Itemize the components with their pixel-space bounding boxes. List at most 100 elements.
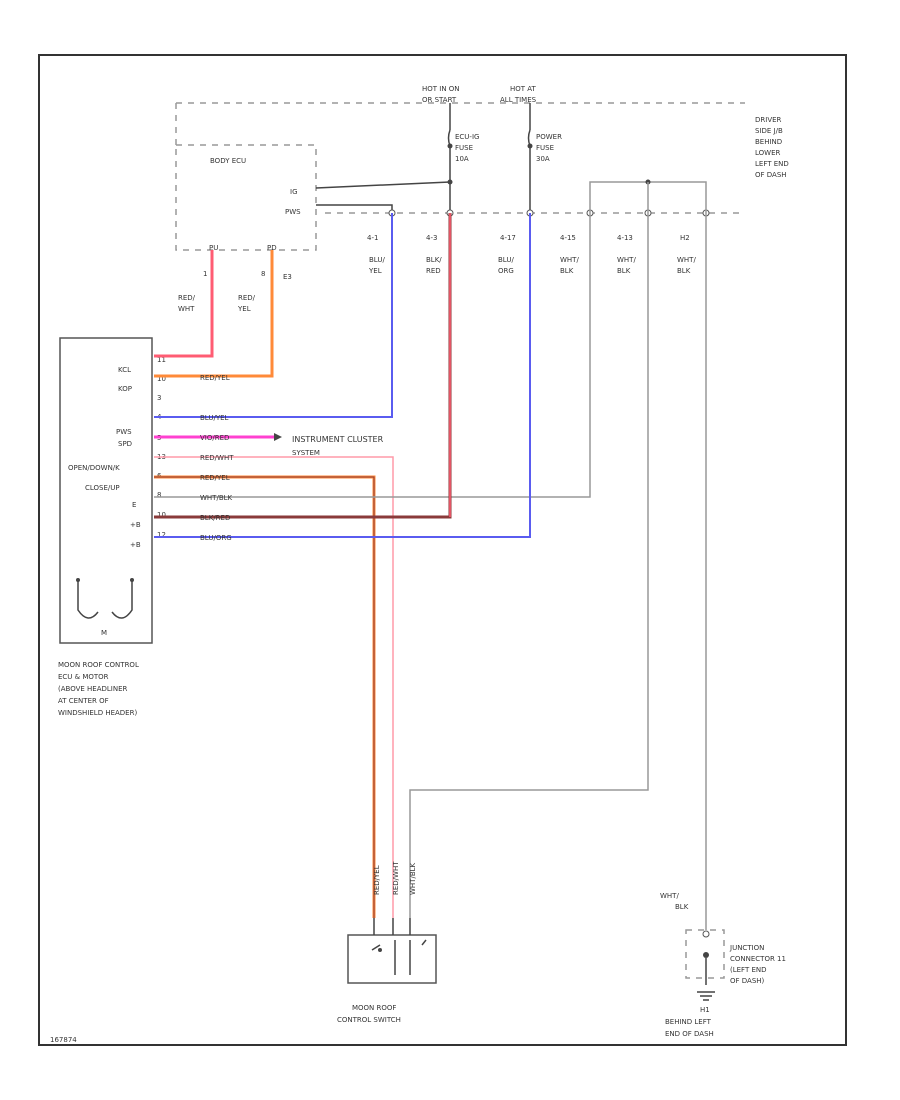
svg-text:8: 8 bbox=[261, 270, 265, 278]
svg-text:BLK: BLK bbox=[617, 267, 631, 275]
ecu-ig-fuse: ECU-IG FUSE 10A bbox=[447, 103, 479, 213]
svg-text:WHT/BLK: WHT/BLK bbox=[200, 494, 233, 502]
svg-text:YEL: YEL bbox=[368, 267, 382, 275]
svg-text:8: 8 bbox=[157, 491, 161, 499]
svg-text:BEHIND LEFT: BEHIND LEFT bbox=[665, 1018, 712, 1026]
svg-text:PWS: PWS bbox=[116, 428, 132, 436]
svg-text:10A: 10A bbox=[455, 155, 469, 163]
moon-roof-control-ecu: KCL KOP PWS SPD OPEN/DOWN/K CLOSE/UP E +… bbox=[59, 337, 166, 644]
svg-text:RED/: RED/ bbox=[238, 294, 256, 302]
wire-e-wht-blk bbox=[154, 213, 591, 498]
driver-side-jb bbox=[175, 102, 745, 214]
ecu-pin-numbers: 11 10 3 4 5 13 6 8 10 12 bbox=[157, 356, 166, 539]
svg-text:BLU/ORG: BLU/ORG bbox=[200, 534, 232, 542]
wire-kop-red-yel bbox=[154, 250, 274, 378]
svg-text:POWER: POWER bbox=[536, 133, 562, 141]
svg-text:+B: +B bbox=[130, 541, 141, 549]
svg-text:HOT IN ON: HOT IN ON bbox=[422, 85, 460, 93]
svg-text:3: 3 bbox=[157, 394, 161, 402]
motor-symbol: M bbox=[76, 578, 134, 637]
svg-text:OF DASH): OF DASH) bbox=[730, 977, 765, 985]
svg-text:FUSE: FUSE bbox=[455, 144, 473, 152]
svg-text:RED/WHT: RED/WHT bbox=[392, 861, 400, 895]
svg-text:HOT AT: HOT AT bbox=[510, 85, 537, 93]
svg-text:WHT/BLK: WHT/BLK bbox=[409, 862, 417, 895]
svg-text:(LEFT END: (LEFT END bbox=[730, 966, 767, 974]
svg-text:WHT/: WHT/ bbox=[617, 256, 636, 264]
supply-hot-at-all-label: HOT AT ALL TIMES bbox=[500, 85, 537, 104]
body-ecu-pin-ig: IG bbox=[290, 188, 298, 196]
svg-text:ECU-IG: ECU-IG bbox=[455, 133, 479, 141]
body-ecu-pin-pws: PWS bbox=[285, 208, 301, 216]
svg-text:BLU/YEL: BLU/YEL bbox=[200, 414, 229, 422]
svg-text:RED: RED bbox=[426, 267, 441, 275]
supply-hot-in-on-label: HOT IN ON OR START bbox=[422, 85, 460, 104]
figure-id: 167874 bbox=[50, 1036, 77, 1044]
pws-wire bbox=[316, 204, 393, 213]
ground-symbol: H1 BEHIND LEFT END OF DASH bbox=[665, 991, 715, 1038]
svg-text:LOWER: LOWER bbox=[755, 149, 781, 157]
wire-close-red-yel bbox=[154, 475, 376, 918]
ecu-ig-wire bbox=[315, 181, 451, 189]
moon-roof-control-switch: MOON ROOF CONTROL SWITCH bbox=[337, 934, 437, 1024]
svg-text:WHT: WHT bbox=[178, 305, 195, 313]
body-ecu-pin-pd: PD bbox=[267, 244, 277, 252]
svg-text:(ABOVE HEADLINER: (ABOVE HEADLINER bbox=[58, 685, 128, 693]
svg-text:ORG: ORG bbox=[498, 267, 514, 275]
svg-text:ECU & MOTOR: ECU & MOTOR bbox=[58, 673, 109, 681]
svg-text:SYSTEM: SYSTEM bbox=[292, 449, 320, 457]
svg-text:BLK: BLK bbox=[677, 267, 691, 275]
svg-text:H2: H2 bbox=[680, 234, 690, 242]
svg-text:RED/YEL: RED/YEL bbox=[200, 474, 230, 482]
svg-text:CLOSE/UP: CLOSE/UP bbox=[85, 484, 120, 492]
svg-text:SIDE J/B: SIDE J/B bbox=[755, 127, 783, 135]
svg-text:CONNECTOR 11: CONNECTOR 11 bbox=[730, 955, 786, 963]
svg-text:BEHIND: BEHIND bbox=[755, 138, 782, 146]
wire-close-red-inner bbox=[154, 476, 375, 918]
svg-text:4-17: 4-17 bbox=[500, 234, 516, 242]
driver-jb-label: DRIVER SIDE J/B BEHIND LOWER LEFT END OF… bbox=[755, 116, 789, 179]
svg-text:BLK: BLK bbox=[560, 267, 574, 275]
svg-text:CONTROL SWITCH: CONTROL SWITCH bbox=[337, 1016, 401, 1024]
svg-text:ALL TIMES: ALL TIMES bbox=[500, 96, 537, 104]
jb-wire-colors: BLU/ YEL BLK/ RED BLU/ ORG WHT/ BLK WHT/… bbox=[368, 256, 696, 275]
svg-text:OF DASH: OF DASH bbox=[755, 171, 787, 179]
svg-text:OR START: OR START bbox=[422, 96, 457, 104]
wire-switch-wht-blk bbox=[409, 213, 649, 918]
svg-text:FUSE: FUSE bbox=[536, 144, 554, 152]
jb-pin-labels: 4-1 4-3 4-17 4-15 4-13 H2 bbox=[367, 234, 690, 242]
svg-text:SPD: SPD bbox=[118, 440, 132, 448]
svg-text:M: M bbox=[101, 629, 107, 637]
svg-text:4-1: 4-1 bbox=[367, 234, 378, 242]
spd-arrow bbox=[274, 433, 282, 441]
wire-kcl-red-wht bbox=[154, 250, 214, 358]
wire-b-blk-red bbox=[154, 213, 452, 519]
switch-wire-drops bbox=[373, 918, 411, 935]
instrument-cluster-label: INSTRUMENT CLUSTER SYSTEM bbox=[292, 435, 384, 457]
svg-text:LEFT END: LEFT END bbox=[755, 160, 789, 168]
svg-text:H1: H1 bbox=[700, 1006, 710, 1014]
wire-pws-blu-yel bbox=[154, 213, 393, 418]
svg-text:END OF DASH: END OF DASH bbox=[665, 1030, 714, 1038]
power-fuse: POWER FUSE 30A bbox=[527, 103, 562, 213]
svg-text:BLK: BLK bbox=[675, 903, 689, 911]
svg-text:4-3: 4-3 bbox=[426, 234, 437, 242]
ecu-wire-labels: RED/YEL BLU/YEL VIO/RED RED/WHT RED/YEL … bbox=[200, 374, 234, 542]
svg-text:KCL: KCL bbox=[118, 366, 131, 374]
svg-text:OPEN/DOWN/K: OPEN/DOWN/K bbox=[68, 464, 120, 472]
svg-text:BLK/: BLK/ bbox=[426, 256, 442, 264]
svg-text:1: 1 bbox=[203, 270, 207, 278]
svg-text:4-13: 4-13 bbox=[617, 234, 633, 242]
body-ecu-pin-pu: PU bbox=[209, 244, 218, 252]
svg-text:YEL: YEL bbox=[237, 305, 251, 313]
svg-text:RED/WHT: RED/WHT bbox=[200, 454, 234, 462]
svg-text:RED/: RED/ bbox=[178, 294, 196, 302]
svg-text:MOON ROOF: MOON ROOF bbox=[352, 1004, 396, 1012]
junction-connector: WHT/ BLK JUNCTION CONNECTOR 11 (LEFT END… bbox=[660, 892, 786, 985]
body-ecu-title: BODY ECU bbox=[210, 157, 246, 165]
svg-text:WHT/: WHT/ bbox=[677, 256, 696, 264]
svg-text:RED/YEL: RED/YEL bbox=[373, 865, 381, 895]
svg-text:BLU/: BLU/ bbox=[369, 256, 385, 264]
svg-text:INSTRUMENT CLUSTER: INSTRUMENT CLUSTER bbox=[292, 435, 384, 444]
